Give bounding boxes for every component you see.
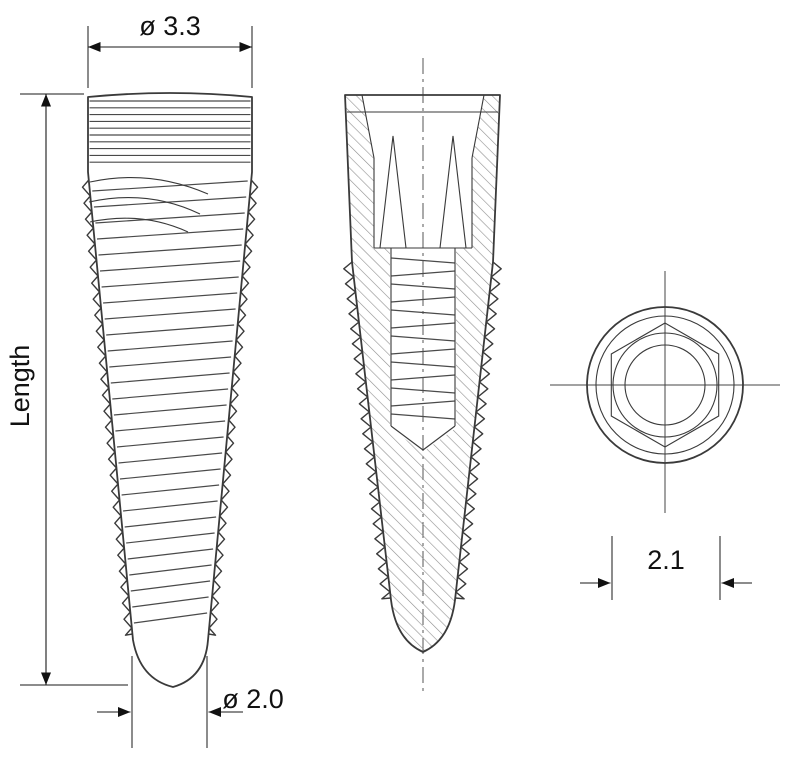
side-view-drawing xyxy=(81,92,259,688)
section-view-drawing xyxy=(343,58,502,692)
length-label: Length xyxy=(5,345,35,428)
top-diameter-label: ø 3.3 xyxy=(139,11,201,41)
implant-body-outline xyxy=(87,92,253,688)
collar-microthreads xyxy=(89,100,251,163)
inner-bore-circle xyxy=(624,344,706,426)
section-outline xyxy=(344,94,501,653)
body-thread-lines xyxy=(92,180,248,624)
internal-hex-socket xyxy=(610,322,720,448)
hex-inscribed-circle xyxy=(612,332,718,438)
dimension-tip-diameter: ø 2.0 xyxy=(97,656,284,748)
outer-diameter-circle xyxy=(586,306,744,464)
hatched-lower-body xyxy=(371,428,474,652)
dimension-top-diameter: ø 3.3 xyxy=(87,11,253,88)
internal-thread-tip xyxy=(390,425,456,451)
hatched-left-wall xyxy=(345,95,390,428)
bevel-circle xyxy=(595,315,735,455)
dimension-hex-width: 2.1 xyxy=(580,536,752,600)
section-thread-edges xyxy=(343,261,502,600)
dimension-length: Length xyxy=(5,93,128,686)
internal-screw-threads xyxy=(390,257,456,420)
thread-crest-edges xyxy=(81,179,259,636)
anti-rotation-spike xyxy=(379,135,407,249)
anti-rotation-spike xyxy=(439,135,467,249)
hex-width-label: 2.1 xyxy=(647,545,685,575)
cutting-flute-lines xyxy=(88,177,209,233)
hatched-right-wall xyxy=(456,95,500,428)
top-view-drawing xyxy=(550,271,780,513)
tip-diameter-label: ø 2.0 xyxy=(222,684,284,714)
internal-connection-profile xyxy=(347,94,498,249)
